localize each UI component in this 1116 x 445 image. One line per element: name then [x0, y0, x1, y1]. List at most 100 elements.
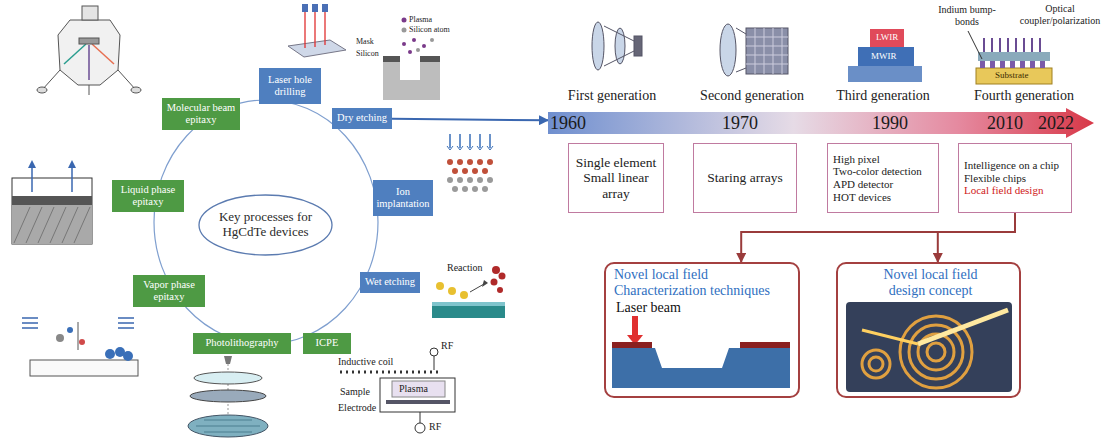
timeline-arrow: 19601970199020102022: [548, 108, 1094, 138]
ion-implantation-figure: [467, 177, 473, 183]
ion-implantation-figure: [447, 146, 493, 150]
part-label: Third generation: [836, 88, 930, 104]
fourth-generation-figure: [984, 38, 1040, 52]
wet-etching-figure: [432, 266, 506, 318]
mbe-chamber: [64, 44, 86, 64]
node-text: ICPE: [316, 337, 339, 349]
node-text: 1960: [550, 108, 586, 138]
vapor-phase-figure: [78, 322, 79, 350]
process-box: Photolithography: [193, 333, 291, 354]
part-label: Electrode: [338, 402, 376, 414]
photolithography-figure: [194, 372, 262, 384]
ion-implantation-figure: [452, 168, 458, 174]
node-text: Photolithography: [206, 337, 279, 349]
laser-drilling-figure: [288, 40, 346, 57]
photolithography-figure: [190, 390, 266, 402]
part-label: Inductive coil: [338, 356, 393, 368]
wet-etching-figure: [436, 282, 444, 290]
ion-implantation-figure: [482, 186, 488, 192]
mbe-chamber: [131, 87, 141, 93]
liquid-phase-epitaxy-figure: [12, 196, 92, 205]
second-generation-figure: [720, 24, 788, 76]
icpe-figure: [415, 423, 425, 433]
part-label: Optical coupler/polarization: [1008, 3, 1112, 26]
icpe-figure: [420, 412, 421, 423]
process-box: Laser hole drilling: [259, 68, 321, 104]
ellipse-outline: [199, 195, 332, 255]
process-box: ICPE: [303, 333, 351, 354]
process-box: Dry etching: [332, 108, 392, 129]
ion-implantation-figure: [482, 168, 488, 174]
part-label: First generation: [568, 88, 656, 104]
vapor-phase-figure: [123, 351, 133, 361]
dry-etching-figure: [430, 38, 434, 42]
dry-etching-figure: [422, 44, 426, 48]
design-concept-figure: [846, 302, 1012, 392]
ion-implantation-figure: [447, 159, 493, 174]
vapor-phase-figure: [22, 318, 134, 328]
dry-etching-figure: [400, 62, 420, 80]
node-text: Small linear array: [573, 170, 659, 201]
vapor-phase-figure: [22, 318, 138, 376]
wet-etching-figure: [492, 266, 500, 274]
liquid-phase-epitaxy-figure: [14, 207, 90, 243]
connector-arrow: [741, 213, 1015, 262]
characterization-figure: [612, 342, 652, 348]
dry-etching-figure: [412, 38, 416, 42]
vapor-phase-figure: [56, 334, 64, 342]
ion-implantation-figure: [462, 168, 468, 174]
laser-drilling-figure: [304, 12, 305, 48]
characterization-figure: [740, 342, 790, 348]
node-text: Laser hole drilling: [261, 74, 319, 98]
ion-implantation-figure: [447, 177, 493, 192]
first-generation-figure: [634, 36, 642, 56]
node-text: Intelligence on a chip: [964, 159, 1059, 172]
generation-box: Intelligence on a chipFlexible chipsLoca…: [958, 143, 1072, 213]
fourth-generation-figure: [968, 31, 982, 59]
part-label: Fourth generation: [974, 88, 1074, 104]
fourth-generation-figure: [980, 61, 985, 68]
design-concept-figure: [862, 330, 918, 344]
mbe-chamber: [37, 87, 47, 93]
icpe-figure: [386, 400, 450, 404]
part-label: Mask: [356, 37, 374, 46]
ion-implantation-figure: [477, 159, 483, 165]
node-text: Flexible chips: [964, 172, 1026, 185]
design-concept-figure: [927, 343, 945, 361]
design-concept-figure: [869, 357, 883, 371]
part-label: Reaction: [447, 262, 483, 274]
ion-implantation-figure: [452, 186, 458, 192]
node-text: Novel local field design concept: [868, 267, 993, 299]
part-label: Plasma: [409, 15, 432, 24]
node-text: Laser beam: [616, 300, 681, 316]
timeline-band: [548, 108, 1094, 138]
connector-arrow: [938, 213, 1015, 262]
dry-etching-figure: [383, 56, 400, 62]
icpe-figure: [340, 371, 440, 374]
part-label: Silicon atom: [409, 25, 450, 34]
wet-etching-figure: [499, 273, 506, 280]
node-text: Novel local field Characterization techn…: [614, 267, 794, 299]
node-text: 1970: [722, 108, 758, 138]
node-text: Vapor phase epitaxy: [135, 279, 203, 303]
process-box: Ion implantation: [373, 180, 433, 216]
mbe-chamber: [89, 85, 90, 95]
part-label: Second generation: [700, 88, 804, 104]
laser-drilling-figure: [322, 4, 328, 12]
node-text: Staring arrays: [707, 170, 782, 186]
characterization-figure: [612, 316, 790, 388]
part-label: RF: [441, 340, 453, 352]
fourth-generation-figure: [1020, 61, 1025, 68]
mbe-chamber: [92, 44, 114, 64]
wet-etching-figure: [432, 306, 505, 318]
node-text: Two-color detection: [833, 165, 922, 178]
node-text: Molecular beam epitaxy: [164, 102, 238, 126]
second-generation-figure: [746, 28, 788, 74]
ion-implantation-figure: [450, 134, 490, 148]
part-label: Substrate: [995, 70, 1029, 80]
node-text: Local field design: [964, 184, 1043, 197]
node-text: Liquid phase epitaxy: [114, 184, 182, 208]
design-concept-figure: [909, 325, 963, 379]
